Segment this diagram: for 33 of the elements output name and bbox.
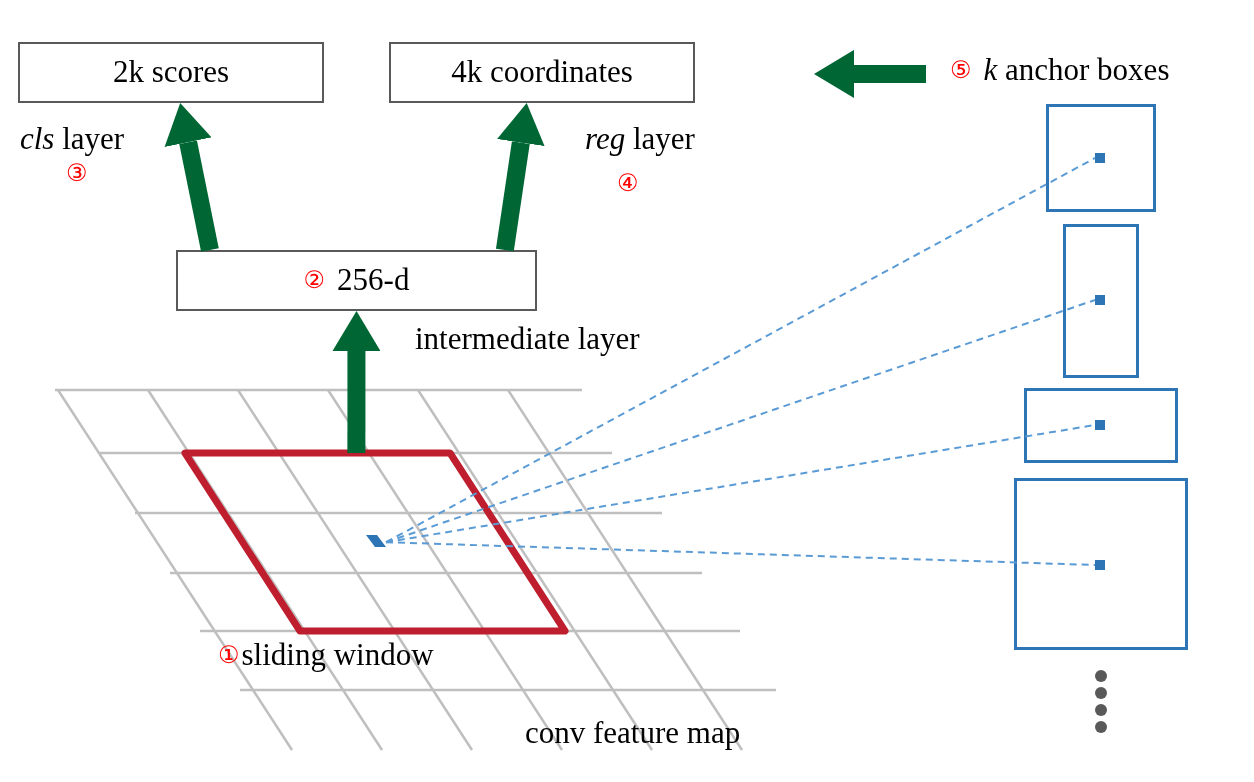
arrow: [164, 103, 219, 252]
anchor-center-marker: [1095, 153, 1105, 163]
layer-caption: intermediate layer: [415, 322, 640, 357]
arrow: [814, 49, 926, 98]
step-number: ④: [617, 170, 639, 197]
layer-caption: reg layer: [585, 122, 695, 157]
node-label: sliding window: [241, 638, 434, 673]
map-caption: conv feature map: [525, 716, 741, 751]
dashed-line: [385, 541, 1096, 566]
anchor-center-marker: [1095, 560, 1105, 570]
step-number: ③: [66, 160, 88, 187]
node-label: 4k coordinates: [451, 55, 633, 90]
layer-box: [18, 42, 324, 103]
anchor-box: [1046, 104, 1156, 212]
layer-box: [389, 42, 695, 103]
node-label: k anchor boxes: [983, 52, 1170, 88]
anchor-box: [1014, 478, 1188, 650]
step-number: ⑤: [950, 56, 972, 84]
step-number: ①: [218, 641, 240, 669]
node-label: 256-d: [337, 263, 410, 298]
anchor-center-marker: [1095, 295, 1105, 305]
layer-caption: cls layer: [20, 122, 125, 157]
dashed-line: [385, 157, 1096, 544]
anchor-box: [1024, 388, 1178, 463]
arrow: [495, 103, 545, 252]
layer-box: [176, 250, 537, 311]
step-number: ②: [303, 267, 326, 294]
anchor-center-marker: [1095, 420, 1105, 430]
arrow: [332, 311, 381, 454]
dashed-line: [385, 299, 1096, 544]
node-label: 2k scores: [112, 55, 230, 90]
anchor-center-marker: [366, 535, 386, 547]
anchor-box: [1063, 224, 1139, 378]
